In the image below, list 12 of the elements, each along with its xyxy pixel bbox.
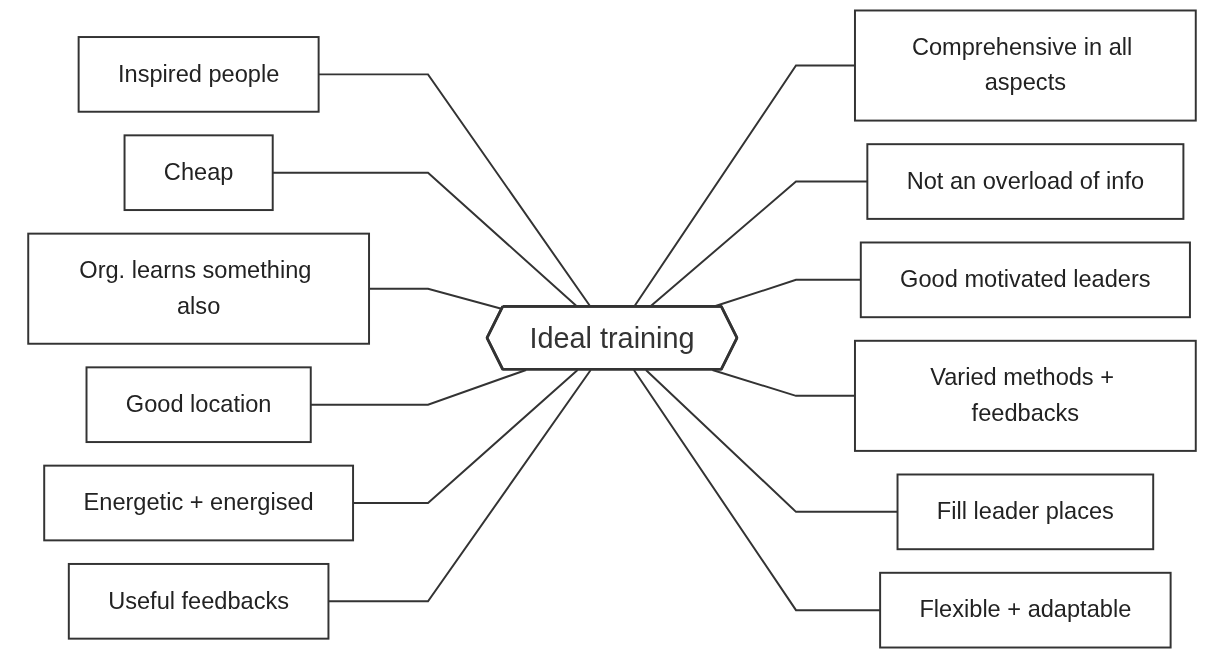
node-box: Org. learns something also [27, 232, 370, 345]
node-box: Good motivated leaders [859, 241, 1191, 319]
node-box: Comprehensive in all aspects [854, 9, 1197, 122]
node-box: Varied methods + feedbacks [854, 339, 1197, 452]
node-box: Energetic + energised [43, 464, 355, 542]
node-box: Cheap [123, 134, 274, 212]
node-box: Good location [85, 366, 312, 444]
node-box: Not an overload of info [866, 143, 1185, 220]
node-box: Fill leader places [896, 473, 1155, 551]
node-box: Useful feedbacks [67, 562, 330, 640]
node-box: Flexible + adaptable [879, 571, 1172, 649]
node-box: Inspired people [77, 36, 320, 113]
